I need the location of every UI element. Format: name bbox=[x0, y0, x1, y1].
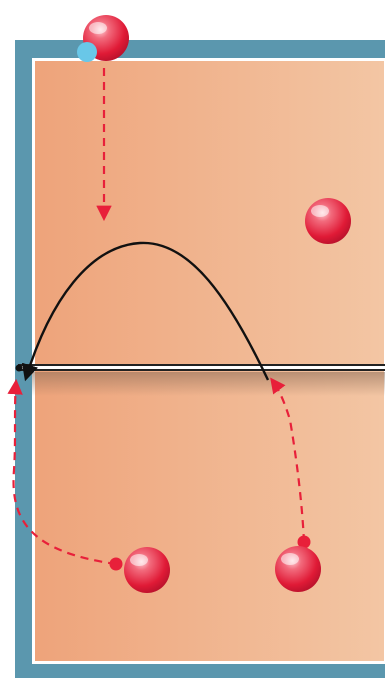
net bbox=[15, 364, 385, 372]
player-ball-icon bbox=[275, 546, 321, 592]
player-ball-icon bbox=[124, 547, 170, 593]
player-ball-icon bbox=[305, 198, 351, 244]
court-surface bbox=[32, 58, 385, 664]
path-start-dot bbox=[297, 535, 311, 549]
path-start-dot bbox=[109, 557, 123, 571]
volleyball-icon bbox=[77, 42, 97, 62]
net-post bbox=[15, 364, 23, 372]
movement-path-bottom-left-to-net bbox=[7, 378, 117, 566]
ball-trajectory-arc bbox=[21, 241, 270, 382]
movement-path-bottom-right-to-net bbox=[270, 377, 306, 543]
court-boundary-line bbox=[32, 58, 385, 664]
net-shadow bbox=[32, 372, 385, 396]
